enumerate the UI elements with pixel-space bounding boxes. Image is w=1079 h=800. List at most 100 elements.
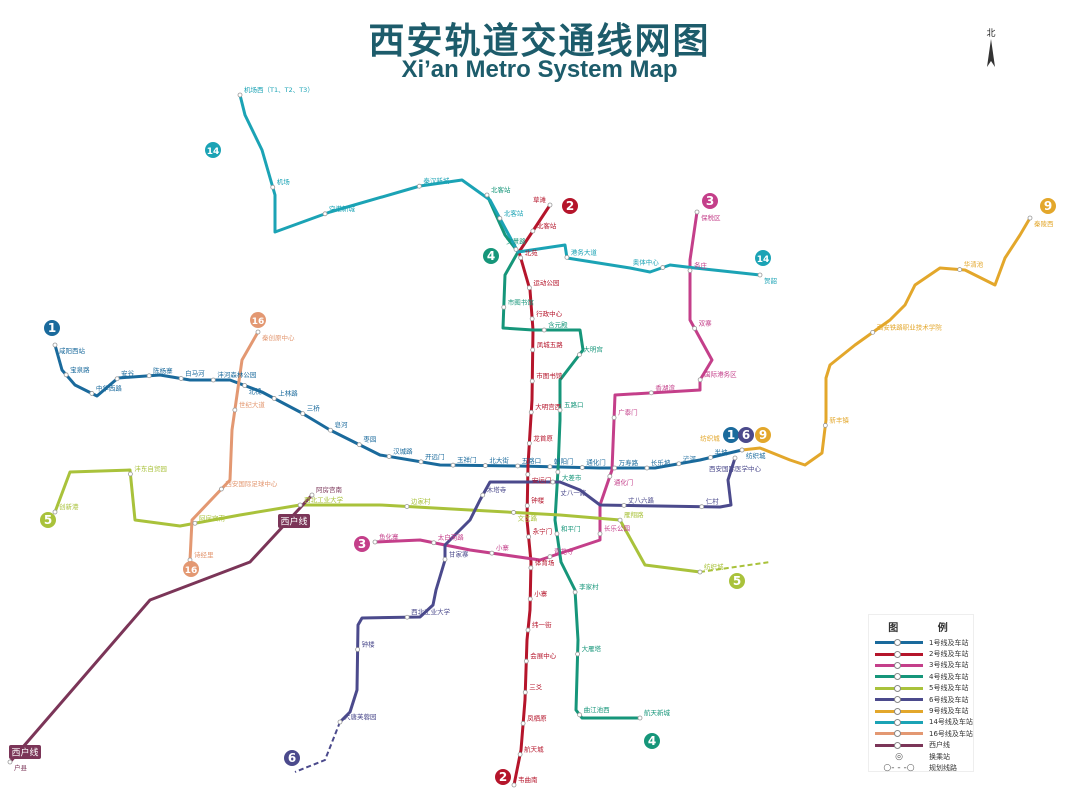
- station-label[interactable]: 世纪大道: [239, 400, 266, 409]
- station-dot[interactable]: [482, 463, 488, 468]
- station-dot[interactable]: [525, 472, 531, 477]
- station-dot[interactable]: [524, 503, 530, 509]
- station-label[interactable]: 大唐芙蓉园: [344, 712, 377, 721]
- station-dot[interactable]: [547, 554, 553, 560]
- line-badge-3[interactable]: 3: [702, 193, 718, 209]
- station-dot[interactable]: [511, 510, 516, 515]
- station-dot[interactable]: [732, 455, 738, 461]
- station-dot[interactable]: [431, 540, 437, 546]
- station-dot[interactable]: [577, 712, 583, 718]
- station-label[interactable]: 三爻: [529, 683, 543, 691]
- station-label[interactable]: 含元殿: [548, 320, 568, 329]
- station-label[interactable]: 曲江池西: [584, 705, 611, 714]
- station-label[interactable]: 长乐公园: [604, 524, 630, 533]
- station-label[interactable]: 沣东自贸园: [134, 464, 167, 473]
- station-dot[interactable]: [372, 539, 378, 545]
- station-dot[interactable]: [617, 517, 623, 523]
- station-dot[interactable]: [644, 465, 650, 471]
- station-dot[interactable]: [337, 719, 343, 725]
- station-dot[interactable]: [404, 504, 410, 509]
- line-badge-6[interactable]: 6: [738, 427, 754, 443]
- station-dot[interactable]: [242, 383, 248, 388]
- station-dot[interactable]: [530, 228, 536, 234]
- station-label[interactable]: 汉城路: [393, 447, 413, 456]
- line-badge-5[interactable]: 5: [40, 512, 56, 528]
- station-dot[interactable]: [541, 327, 547, 333]
- station-label[interactable]: 奥体中心: [633, 258, 660, 267]
- station-dot[interactable]: [555, 469, 561, 475]
- station-dot[interactable]: [611, 415, 617, 421]
- station-label[interactable]: 香湖湾: [655, 383, 675, 392]
- station-label[interactable]: 皂河: [334, 420, 348, 429]
- station-dot[interactable]: [497, 215, 503, 221]
- station-dot[interactable]: [676, 461, 682, 467]
- station-dot[interactable]: [322, 211, 328, 217]
- station-dot[interactable]: [442, 556, 448, 562]
- station-label[interactable]: 浐河: [683, 454, 697, 463]
- station-label[interactable]: 边家村: [411, 496, 431, 505]
- station-dot[interactable]: [708, 455, 713, 460]
- station-label[interactable]: 文艺路: [518, 513, 538, 522]
- station-label[interactable]: 李家村: [579, 582, 599, 591]
- station-dot[interactable]: [309, 492, 315, 498]
- station-label[interactable]: 通化门: [586, 458, 606, 467]
- station-label[interactable]: 机场: [277, 177, 291, 186]
- station-label[interactable]: 通化门: [614, 477, 634, 486]
- station-label[interactable]: 鱼化寨: [379, 532, 399, 541]
- station-label[interactable]: 华清池: [964, 260, 984, 269]
- station-dot[interactable]: [63, 372, 69, 378]
- station-dot[interactable]: [89, 391, 95, 396]
- station-dot[interactable]: [528, 565, 534, 571]
- station-dot[interactable]: [232, 407, 238, 413]
- station-dot[interactable]: [270, 184, 276, 190]
- station-label[interactable]: 务庄: [694, 261, 708, 270]
- station-dot[interactable]: [489, 550, 495, 556]
- station-label[interactable]: 上林路: [278, 388, 298, 397]
- station-dot[interactable]: [480, 492, 486, 498]
- station-label[interactable]: 阿房宫南: [199, 513, 226, 522]
- station-label[interactable]: 西北工业大学: [304, 495, 344, 504]
- station-label[interactable]: 北客站: [537, 221, 557, 230]
- station-dot[interactable]: [528, 409, 534, 415]
- station-label[interactable]: 丈八六路: [628, 495, 655, 504]
- line-badge-2[interactable]: 2: [562, 198, 578, 214]
- station-label[interactable]: 长乐坡: [651, 458, 671, 467]
- station-dot[interactable]: [694, 209, 700, 215]
- station-label[interactable]: 会展中心: [530, 651, 557, 660]
- station-label[interactable]: 白马河: [185, 369, 205, 378]
- station-dot[interactable]: [612, 465, 618, 471]
- line-badge-16[interactable]: 16: [250, 312, 266, 328]
- line-badge-2[interactable]: 2: [495, 769, 511, 785]
- station-dot[interactable]: [529, 316, 535, 322]
- station-label[interactable]: 木塔寺: [487, 485, 507, 494]
- station-label[interactable]: 西安铁路职业技术学院: [877, 322, 943, 331]
- station-dot[interactable]: [297, 502, 303, 508]
- line-badge-xh[interactable]: 西户线: [278, 514, 310, 528]
- station-dot[interactable]: [146, 373, 152, 379]
- station-label[interactable]: 小寨: [496, 543, 510, 552]
- station-label[interactable]: 航天新城: [644, 708, 671, 717]
- station-label[interactable]: 草滩: [533, 195, 547, 204]
- line-badge-14[interactable]: 14: [755, 250, 771, 266]
- station-label[interactable]: 双寨: [699, 318, 713, 327]
- station-dot[interactable]: [526, 440, 532, 446]
- station-dot[interactable]: [515, 463, 521, 469]
- station-label[interactable]: 凤栖原: [527, 713, 547, 722]
- station-label[interactable]: 市图书馆: [508, 297, 535, 306]
- station-label[interactable]: 北苑: [525, 248, 539, 257]
- station-label[interactable]: 保税区: [701, 213, 721, 222]
- station-dot[interactable]: [739, 447, 745, 453]
- station-label[interactable]: 宝泉路: [70, 365, 90, 374]
- station-dot[interactable]: [355, 647, 361, 652]
- station-label[interactable]: 机场西（T1、T2、T3）: [244, 85, 314, 94]
- station-label[interactable]: 纺织城: [700, 434, 720, 443]
- station-label[interactable]: 枣园: [363, 435, 376, 444]
- line-badge-3[interactable]: 3: [354, 536, 370, 552]
- station-dot[interactable]: [114, 376, 120, 382]
- station-label[interactable]: 中华西路: [96, 383, 123, 392]
- station-label[interactable]: 文景路: [506, 236, 526, 245]
- station-dot[interactable]: [52, 509, 58, 515]
- station-dot[interactable]: [518, 255, 524, 261]
- line-badge-9[interactable]: 9: [1040, 198, 1056, 214]
- station-label[interactable]: 雁翔路: [624, 510, 644, 519]
